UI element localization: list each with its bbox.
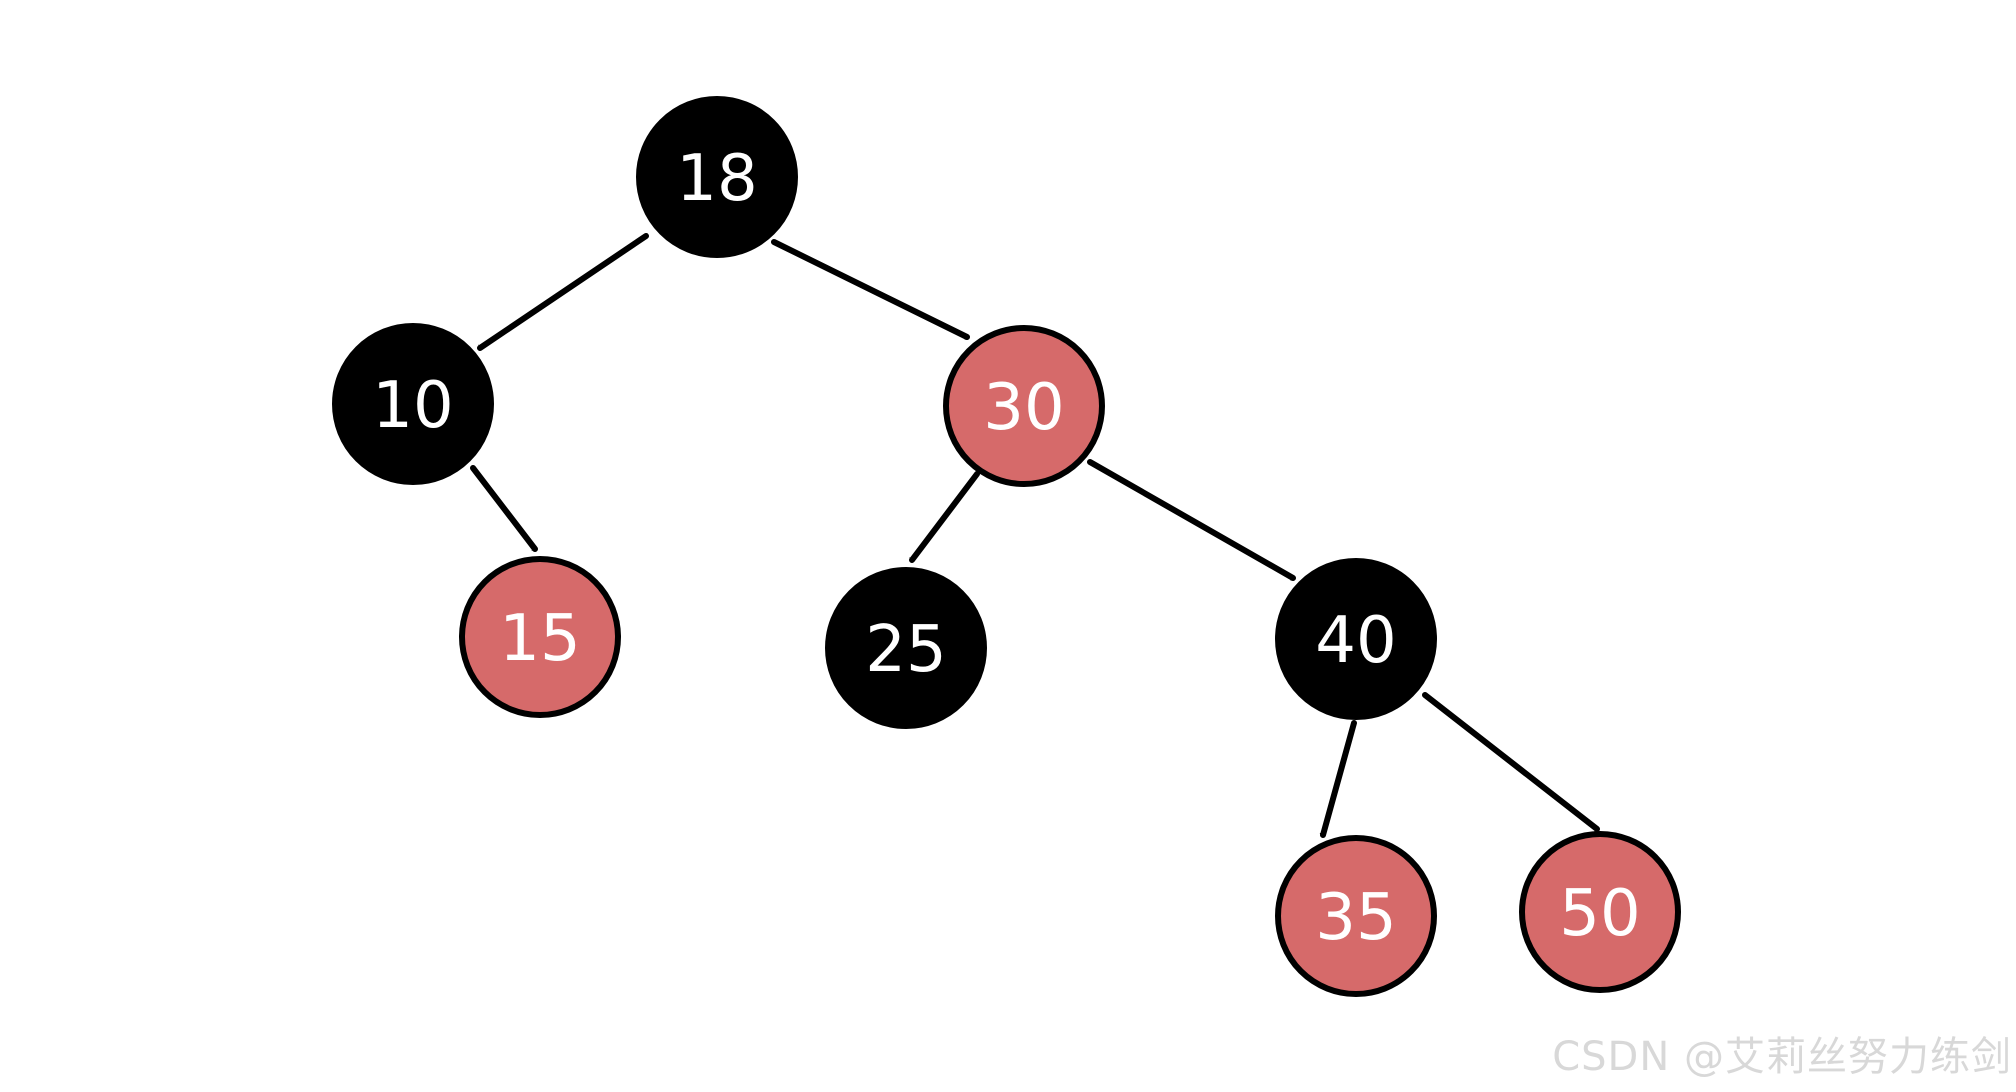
node-circle-50 (1519, 831, 1681, 993)
node-label-50: 50 (1559, 877, 1640, 951)
node-label-25: 25 (865, 613, 946, 687)
node-circle-35 (1275, 835, 1437, 997)
tree-node-50: 50 (1519, 831, 1681, 993)
edge-18-to-10 (477, 233, 649, 351)
tree-node-30: 30 (943, 325, 1105, 487)
node-circle-10 (332, 323, 494, 485)
node-label-30: 30 (983, 371, 1064, 445)
tree-node-35: 35 (1275, 835, 1437, 997)
tree-node-10: 10 (332, 323, 494, 485)
node-circle-30 (943, 325, 1105, 487)
edge-10-to-15 (470, 465, 538, 552)
edge-40-to-35 (1323, 720, 1357, 838)
edge-18-to-30 (771, 239, 970, 337)
edge-30-to-40 (1087, 459, 1296, 578)
edge-30-to-25 (909, 471, 980, 563)
node-circle-25 (825, 567, 987, 729)
watermark: CSDN @艾莉丝努力练剑 (1552, 1034, 2012, 1080)
edge-40-to-50 (1422, 692, 1600, 832)
node-circle-40 (1275, 558, 1437, 720)
node-label-15: 15 (499, 602, 580, 676)
node-label-40: 40 (1315, 604, 1396, 678)
tree-node-25: 25 (825, 567, 987, 729)
node-circle-18 (636, 96, 798, 258)
tree-node-15: 15 (459, 556, 621, 718)
tree-node-40: 40 (1275, 558, 1437, 720)
edges-layer (470, 233, 1600, 838)
tree-node-18: 18 (636, 96, 798, 258)
node-label-10: 10 (372, 369, 453, 443)
node-label-18: 18 (676, 142, 757, 216)
node-label-35: 35 (1315, 881, 1396, 955)
node-circle-15 (459, 556, 621, 718)
nodes-layer: 18 10 30 15 25 40 35 50 (332, 96, 1681, 997)
